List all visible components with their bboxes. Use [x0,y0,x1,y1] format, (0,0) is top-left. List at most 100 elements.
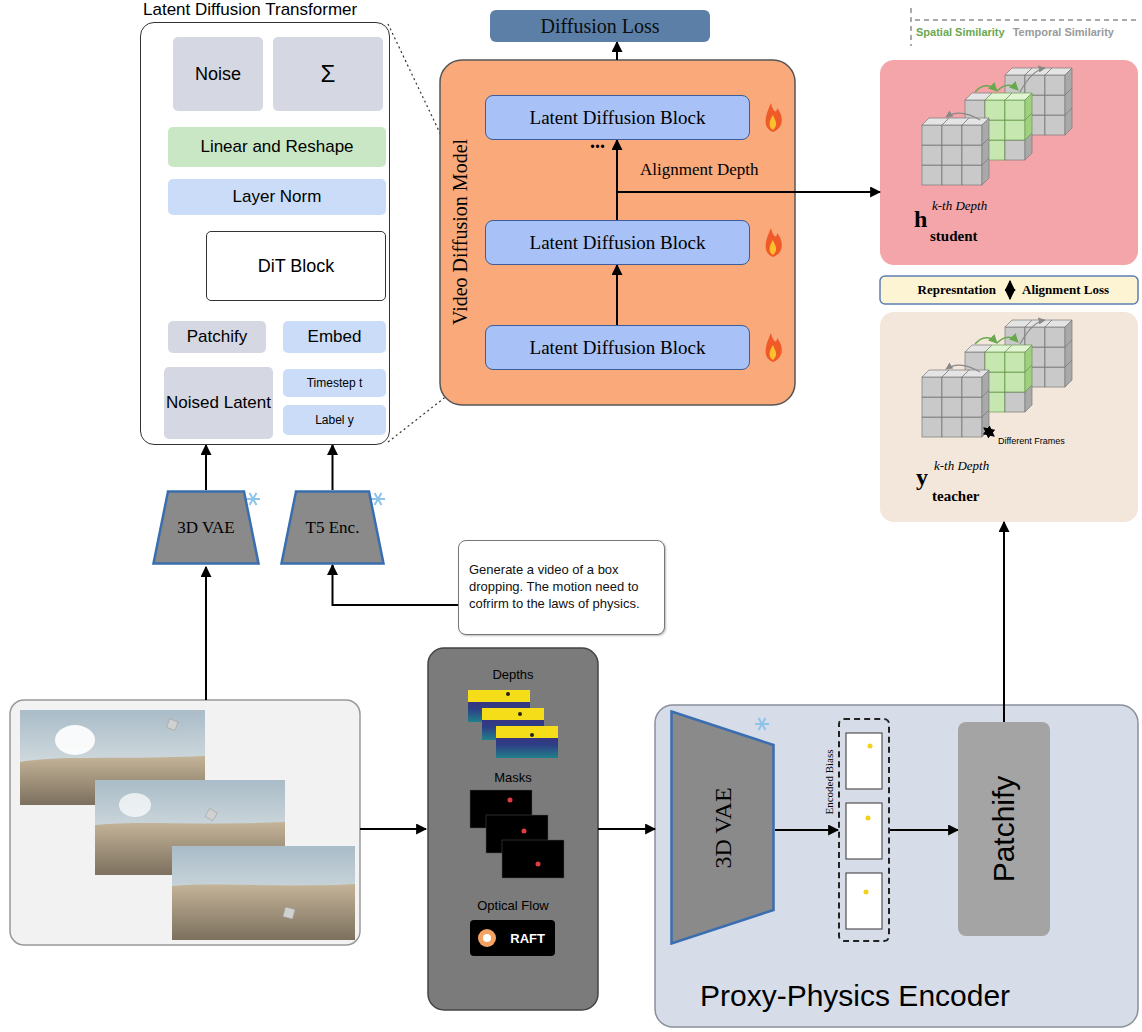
legend-border [911,8,912,46]
edge-label: Alignment Depth [640,160,759,180]
flow-arrow [360,828,426,830]
encoder-trapezoid: 3D VAE [670,710,775,945]
similarity-arrow [975,86,997,92]
node-text: Layer Norm [233,187,322,207]
output-box: Σ [273,37,383,111]
zoom-line [388,24,448,150]
encoder-panel: Proxy-Physics Encoder 3D VAE Encoded Biass… [655,705,1138,1027]
node-text: Σ [321,60,336,88]
node-text: Diffusion Loss [540,15,659,38]
node-text: Video Diffusion Model [449,139,472,325]
similarity-arrow [1020,320,1045,344]
patchify-box: Patchify [958,722,1050,936]
node-text: Optical Flow [428,898,598,913]
diffusion-block: Latent Diffusion Block [485,220,750,265]
proxy-panel: DepthsMasksOptical FlowRAFT [428,648,598,1010]
block-box: DiT Block [206,231,386,301]
node-text: Generate a video of a box dropping. The … [469,562,654,613]
node-text: Latent Diffusion Block [530,337,706,359]
node-text: Latent Diffusion Block [530,232,706,254]
node-text: 3D VAE [709,787,736,868]
legend-text: Temporal Similarity [1013,26,1114,38]
input-box: Label y [283,405,386,435]
arrow-connector [890,829,958,831]
double-arrow [1009,281,1011,299]
node-text: Represntation [918,282,996,298]
video-frame [172,846,355,940]
arrow-connector [616,265,618,325]
raft-badge: RAFT [470,920,555,956]
layer-box: Patchify [168,321,266,353]
similarity-arrow [946,365,980,372]
depth-image [468,690,558,758]
zoom-line [388,395,448,442]
node-text: Noised Latent [166,393,271,413]
latent-stack: Encoded Biass [838,718,890,942]
loss-box [880,276,1138,304]
node-text: Noise [195,64,241,85]
similarity-arrow [997,85,1018,91]
node-text: y [916,464,928,491]
layer-box: Embed [283,321,386,353]
legend-border [915,20,1138,21]
similarity-arrow [1020,68,1045,92]
node-text: Patchify [987,776,1021,883]
node-text: Latent Diffusion Transformer [143,0,357,20]
node-text: Encoded Biass [823,749,835,814]
arrow-connector [205,445,207,490]
model-panel: Video Diffusion ModelLatent Diffusion Bl… [440,60,795,405]
model-panel [440,60,795,405]
node-text: Alignment Loss [1022,282,1109,298]
diffusion-block: Latent Diffusion Block [485,325,750,370]
student-panel: hstudentk-th Depth [880,60,1138,265]
trapezoid-shape [154,492,259,564]
node-text: T5 Enc. [306,518,360,538]
encoder-panel [655,705,1138,1027]
raft-badge [470,920,555,956]
arrow-connector [1003,522,1005,722]
similarity-arrow [975,338,997,344]
input-box: Noised Latent [164,367,273,439]
node-text: Latent Diffusion Block [530,107,706,129]
node-text: teacher [932,488,979,505]
arrow-connector [598,828,655,830]
node-text: Patchify [187,327,247,347]
node-text: Depths [428,667,598,682]
teacher-panel: Different Framesyteacherk-th Depth [880,312,1138,522]
student-panel [880,60,1138,265]
similarity-arrow [997,337,1018,343]
encoded-frame [846,733,882,929]
raft-icon [483,934,491,942]
raft-icon [478,929,496,947]
layer-box: Layer Norm [168,179,386,215]
input-box: Timestep t [283,369,386,397]
node-text: Label y [315,413,354,427]
teacher-cubes [922,320,1072,437]
loss-box: Represntation Alignment Loss [880,276,1138,304]
encoder-trapezoid: T5 Enc. [280,490,385,565]
node-text: 3D VAE [177,518,234,538]
student-cubes [922,68,1072,185]
arrow-connector [332,445,334,490]
arrow-connector [617,192,880,220]
diffusion-block: Latent Diffusion Block [485,95,750,140]
trapezoid-shape [282,492,384,564]
trapezoid-shape [672,712,774,944]
module-panel: Latent Diffusion TransformerNoiseΣLinear… [140,22,390,445]
node-text: Embed [308,327,362,347]
frames-panel [10,700,360,945]
similarity-legend: Spatial SimilarityTemporal Similarity [916,26,1114,38]
prompt-box: Generate a video of a box dropping. The … [458,540,665,635]
node-text: Proxy-Physics Encoder [700,979,1010,1013]
node-text: Linear and Reshape [200,137,353,157]
arrow-connector [775,829,838,831]
node-text: RAFT [510,931,545,946]
flow-arrow [205,567,207,700]
node-text: Timestep t [307,376,363,390]
node-text: DiT Block [258,256,335,277]
encoder-trapezoid: 3D VAE [152,490,260,565]
node-text: h [914,206,927,233]
proxy-panel [428,648,598,1010]
frame-arrow [984,428,994,436]
